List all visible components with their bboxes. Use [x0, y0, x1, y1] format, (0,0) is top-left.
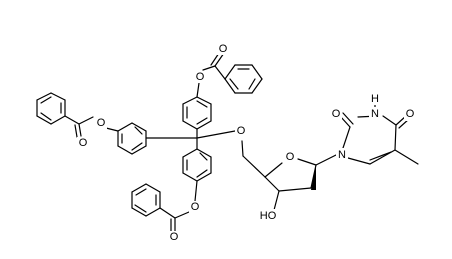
- atom-oh-3prime: HO: [260, 210, 277, 222]
- atom-o-trityl-ether: O: [237, 125, 246, 137]
- atom-o-benzoyl-bottom-ester: O: [191, 201, 200, 213]
- atom-o-benzoyl-bottom-carbonyl: O: [170, 231, 179, 243]
- atom-o-ring: O: [286, 151, 295, 163]
- atom-n3: N: [371, 108, 379, 120]
- atom-o-benzoyl-top-carbonyl: O: [219, 43, 228, 55]
- atom-o-benzoyl-left-ester: O: [97, 117, 106, 129]
- atom-o-benzoyl-top-ester: O: [196, 71, 205, 83]
- atom-o-benzoyl-left-carbonyl: O: [79, 137, 88, 149]
- bond-lines: [36, 52, 419, 233]
- atom-n3-hydrogen: H: [371, 93, 379, 105]
- stereo-wedges: [262, 165, 316, 190]
- atom-o-c4: O: [406, 108, 415, 120]
- atom-n1: N: [338, 149, 346, 161]
- atom-o-c2: O: [332, 108, 341, 120]
- atom-labels: O O O O O O O O HO N H N O O: [77, 43, 416, 243]
